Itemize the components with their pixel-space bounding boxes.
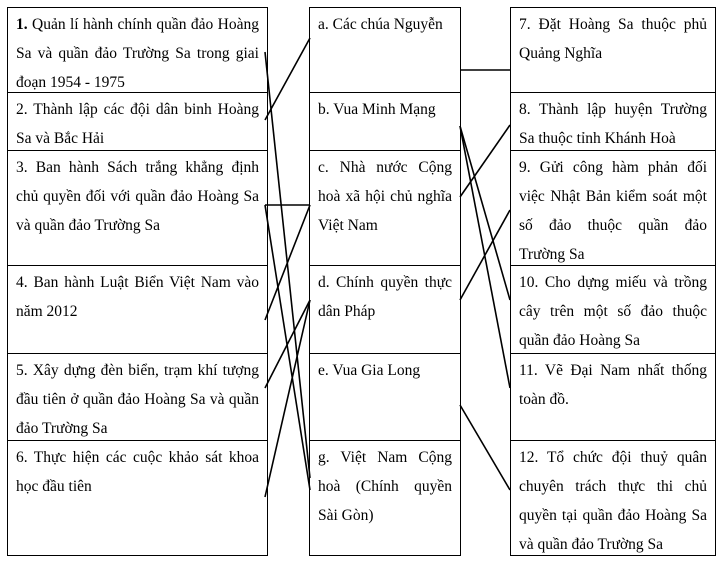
connector-b-10 [459, 125, 511, 301]
item-number: 3. [16, 159, 28, 176]
connector-e-12 [459, 404, 511, 491]
middle-item-g: g. Việt Nam Cộng hoà (Chính quyền Sài Gò… [309, 440, 461, 556]
left-item-4: 4. Ban hành Luật Biển Việt Nam vào năm 2… [7, 265, 268, 354]
item-text: Ban hành Luật Biển Việt Nam vào năm 2012 [16, 274, 260, 320]
left-item-2: 2. Thành lập các đội dân binh Hoàng Sa v… [7, 92, 268, 151]
left-item-6: 6. Thực hiện các cuộc khảo sát khoa học … [7, 440, 268, 556]
right-item-10: 10. Cho dựng miếu và trồng cây trên một … [510, 265, 716, 354]
item-text: Thực hiện các cuộc khảo sát khoa học đầu… [16, 449, 259, 495]
right-item-8: 8. Thành lập huyện Trường Sa thuộc tỉnh … [510, 92, 716, 151]
right-item-9: 9. Gửi công hàm phản đối việc Nhật Bản k… [510, 150, 716, 266]
connector-c-8 [459, 124, 511, 198]
connector-5-d [264, 299, 311, 389]
connector-1-g [264, 51, 311, 479]
item-text: Xây dựng đèn biển, trạm khí tượng đầu ti… [16, 362, 260, 437]
connector-d-9 [459, 209, 511, 301]
item-number: 4. [16, 274, 28, 291]
item-text: Ban hành Sách trắng khẳng định chủ quyền… [16, 159, 260, 234]
item-number: 6. [16, 449, 28, 466]
right-item-12: 12. Tổ chức đội thuỷ quân chuyên trách t… [510, 440, 716, 556]
connector-2-a [264, 37, 311, 121]
item-text: Thành lập các đội dân binh Hoàng Sa và B… [16, 101, 259, 147]
left-item-1: 1. Quản lí hành chính quần đảo Hoàng Sa … [7, 7, 268, 93]
connector-4-c [264, 204, 311, 321]
connector-3-g [264, 204, 311, 491]
item-number: 2. [16, 101, 28, 118]
connector-6-d [264, 299, 311, 498]
item-text: Quản lí hành chính quần đảo Hoàng Sa và … [16, 16, 259, 91]
item-number: 5. [16, 362, 28, 379]
left-item-5: 5. Xây dựng đèn biển, trạm khí tượng đầu… [7, 353, 268, 441]
connector-b-11 [459, 125, 511, 389]
middle-item-c: c. Nhà nước Cộng hoà xã hội chủ nghĩa Vi… [309, 150, 461, 266]
item-number: 1. [16, 16, 28, 33]
right-item-7: 7. Đặt Hoàng Sa thuộc phủ Quảng Nghĩa [510, 7, 716, 93]
